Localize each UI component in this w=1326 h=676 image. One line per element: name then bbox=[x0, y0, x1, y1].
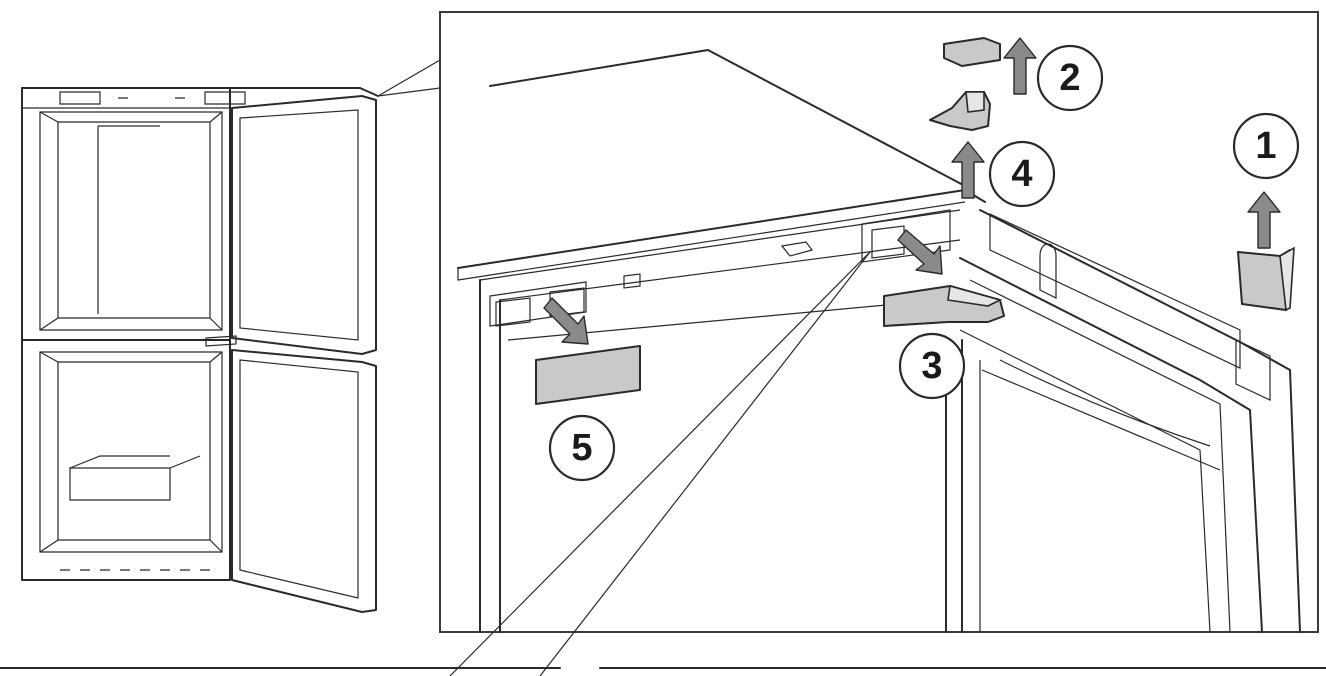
svg-text:2: 2 bbox=[1059, 57, 1080, 99]
fridge-overview bbox=[21, 59, 441, 613]
hinge-detail-view bbox=[0, 11, 1326, 676]
hinge-bracket-part-4 bbox=[929, 91, 991, 131]
callout-5: 5 bbox=[548, 414, 616, 482]
arrow-down-3 bbox=[897, 229, 943, 275]
arrow-up-2 bbox=[1003, 37, 1037, 95]
svg-text:1: 1 bbox=[1255, 125, 1276, 167]
arrow-up-4 bbox=[951, 141, 985, 199]
callout-2: 2 bbox=[1036, 44, 1104, 112]
svg-text:5: 5 bbox=[571, 427, 592, 469]
arrow-down-5 bbox=[543, 297, 589, 345]
svg-text:3: 3 bbox=[921, 345, 942, 387]
arrow-up-1 bbox=[1247, 191, 1281, 249]
svg-text:4: 4 bbox=[1011, 153, 1032, 195]
callout-1: 1 bbox=[1232, 112, 1300, 180]
cover-part-1 bbox=[1237, 246, 1295, 312]
callout-4: 4 bbox=[988, 140, 1056, 208]
hinge-cover-part-3 bbox=[883, 284, 1005, 327]
cover-part-5 bbox=[535, 345, 641, 405]
callout-3: 3 bbox=[898, 332, 966, 400]
cap-part-2 bbox=[943, 37, 1001, 67]
